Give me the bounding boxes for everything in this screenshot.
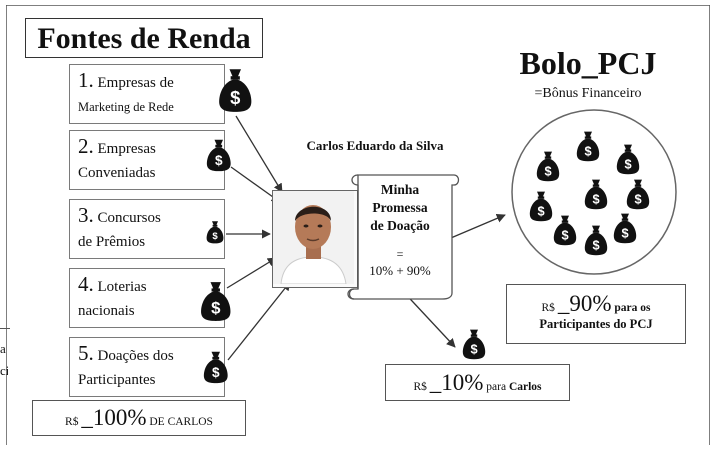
- money-bag-icon: $: [613, 213, 637, 244]
- money-bag-icon: $: [529, 191, 553, 222]
- svg-text:$: $: [215, 153, 223, 168]
- source-label-line2: de Prêmios: [78, 234, 146, 250]
- svg-text:$: $: [212, 365, 220, 380]
- source-label-line1: Empresas: [93, 141, 156, 157]
- person-photo: [272, 190, 358, 288]
- money-bag-icon: $: [206, 139, 231, 172]
- carlos-share-box: R$ _10% para Carlos: [385, 364, 570, 401]
- source-box-1: 1. Empresas de Marketing de Rede: [69, 64, 225, 124]
- money-bag-icon: $: [219, 69, 252, 112]
- source-label-line1: Doações dos: [93, 348, 174, 364]
- money-bag-icon: $: [584, 179, 608, 210]
- cutoff-text: a ci: [0, 338, 8, 382]
- svg-text:$: $: [211, 299, 221, 318]
- svg-text:$: $: [621, 226, 628, 241]
- participants-share-value: _90%: [557, 291, 612, 316]
- page-title: Fontes de Renda: [25, 18, 263, 58]
- money-bag-icon: $: [576, 131, 600, 162]
- svg-text:$: $: [212, 231, 218, 242]
- money-bag-icon: $: [626, 179, 650, 210]
- money-bag-icon: $: [584, 225, 608, 256]
- participants-share-label: Participantes do PCJ: [539, 317, 653, 331]
- source-label-line1: Concursos: [93, 210, 161, 226]
- source-box-5: 5. Doações dos Participantes: [69, 337, 225, 397]
- money-bag-icon: $: [553, 215, 577, 246]
- source-number: 5.: [78, 341, 94, 365]
- promise-title: Minha Promessa de Doação: [358, 181, 442, 235]
- total-suffix: DE CARLOS: [146, 416, 213, 428]
- arrow-source-2: [230, 166, 281, 203]
- total-value: _100%: [81, 405, 147, 430]
- money-bag-icon: $: [616, 144, 640, 175]
- source-box-3: 3. Concursos de Prêmios: [69, 199, 225, 259]
- participants-share-prefix: R$: [541, 302, 558, 314]
- person-portrait-icon: [273, 191, 354, 285]
- source-number: 3.: [78, 203, 94, 227]
- source-label-line2: nacionais: [78, 303, 135, 319]
- money-bag-icon: $: [203, 351, 228, 384]
- svg-text:$: $: [544, 164, 551, 179]
- participants-share-suffix: para os: [611, 302, 651, 314]
- cutoff-divider: [0, 328, 10, 329]
- participants-share-box: R$ _90% para os Participantes do PCJ: [506, 284, 686, 344]
- person-name: Carlos Eduardo da Silva: [306, 138, 444, 153]
- source-number: 2.: [78, 134, 94, 158]
- source-number: 1.: [78, 68, 94, 92]
- money-bag-icon: $: [201, 282, 231, 321]
- source-label-line1: Empresas de: [93, 75, 174, 91]
- carlos-share-prefix: R$: [413, 381, 430, 393]
- promise-split: 10% + 90%: [369, 263, 431, 278]
- svg-text:$: $: [624, 157, 631, 172]
- svg-text:$: $: [561, 228, 568, 243]
- pool-title: Bolo_PCJ: [519, 45, 657, 81]
- source-box-2: 2. Empresas Conveniadas: [69, 130, 225, 190]
- svg-text:$: $: [537, 204, 544, 219]
- carlos-share-for: para: [483, 381, 509, 393]
- svg-text:$: $: [592, 238, 599, 253]
- carlos-share-value: _10%: [429, 370, 484, 395]
- total-prefix: R$: [65, 416, 82, 428]
- arrow-source-4: [226, 257, 277, 289]
- total-box: R$ _100% DE CARLOS: [32, 400, 246, 436]
- source-number: 4.: [78, 272, 94, 296]
- money-bag-icon: $: [206, 221, 224, 244]
- money-bag-icon: $: [536, 151, 560, 182]
- svg-text:$: $: [470, 342, 477, 357]
- arrow-source-1: [235, 115, 283, 193]
- arrow-source-5: [227, 281, 291, 361]
- svg-text:$: $: [592, 192, 599, 207]
- pool-subtitle: =Bônus Financeiro: [534, 86, 642, 101]
- promise-line-1: Minha: [380, 182, 420, 197]
- carlos-share-name: Carlos: [508, 381, 542, 393]
- promise-formula: = 10% + 90%: [358, 248, 442, 279]
- svg-text:$: $: [230, 87, 240, 108]
- cutoff-line-2: ci: [0, 363, 8, 378]
- cutoff-line-1: a: [0, 341, 6, 356]
- promise-line-2: Promessa: [372, 200, 428, 215]
- source-box-4: 4. Loterias nacionais: [69, 268, 225, 328]
- money-bag-icon: $: [462, 329, 486, 360]
- source-label-line1: Loterias: [93, 279, 147, 295]
- source-label-line2: Conveniadas: [78, 165, 156, 181]
- svg-text:$: $: [584, 144, 591, 159]
- source-label-line2: Marketing de Rede: [78, 100, 174, 114]
- svg-text:$: $: [634, 192, 641, 207]
- source-label-line2: Participantes: [78, 372, 156, 388]
- promise-line-3: de Doação: [370, 218, 430, 233]
- promise-scroll-icon: [347, 174, 460, 300]
- promise-equals: =: [396, 247, 404, 261]
